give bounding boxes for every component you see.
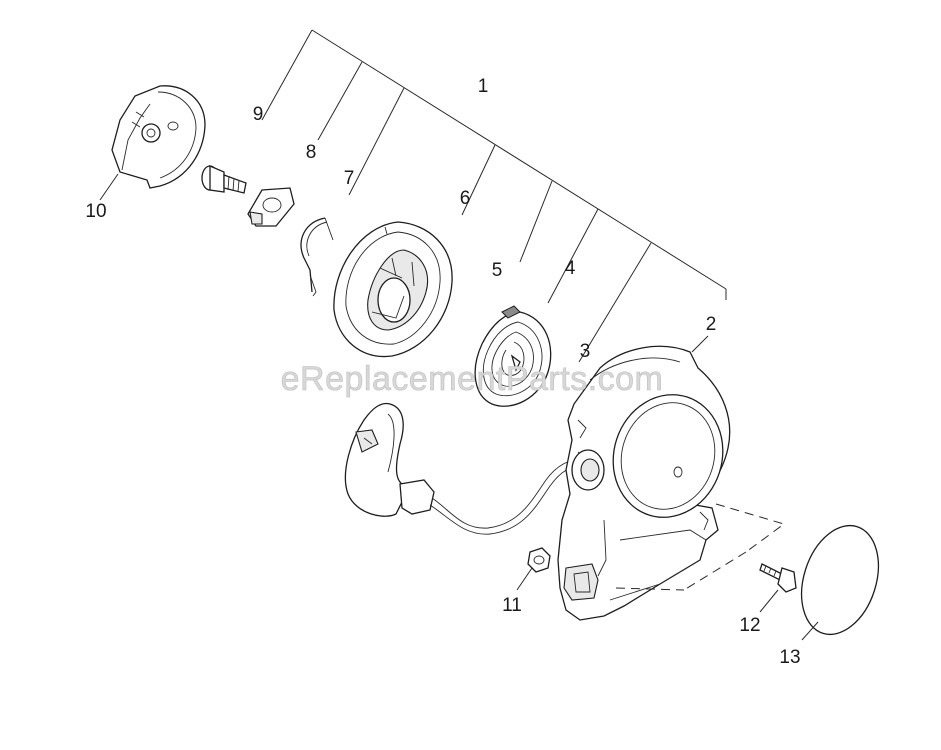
callout-4: 4 [565, 258, 576, 279]
part-7-spring [300, 217, 334, 297]
callout-9: 9 [253, 104, 264, 125]
callout-labels: 1 2 3 4 5 6 7 8 9 10 11 12 13 [85, 76, 800, 668]
callout-2: 2 [706, 314, 717, 335]
callout-11: 11 [502, 595, 522, 616]
part-4-spring [474, 305, 552, 407]
callout-7: 7 [344, 168, 355, 189]
callout-1: 1 [478, 76, 489, 97]
part-9-screw [201, 165, 247, 194]
callout-13: 13 [779, 647, 800, 668]
part-12-bolt [759, 563, 797, 593]
callout-5: 5 [492, 260, 503, 281]
part-6-pulley [333, 221, 453, 358]
part-10-pawl-plate [111, 85, 206, 189]
part-8-pawl [247, 187, 295, 227]
part-3-handle [344, 402, 585, 535]
callout-10: 10 [85, 201, 106, 222]
callout-12: 12 [739, 615, 760, 636]
callout-leaders [99, 173, 819, 641]
watermark-text: eReplacementParts.com [281, 360, 664, 398]
callout-3: 3 [580, 341, 591, 362]
callout-6: 6 [460, 188, 471, 209]
part-2-housing [557, 345, 731, 621]
assembly-bracket [261, 29, 727, 363]
part-11-nut [527, 547, 551, 573]
callout-8: 8 [306, 142, 317, 163]
dashed-leader-lines [615, 503, 786, 591]
part-13-cap [800, 524, 880, 636]
